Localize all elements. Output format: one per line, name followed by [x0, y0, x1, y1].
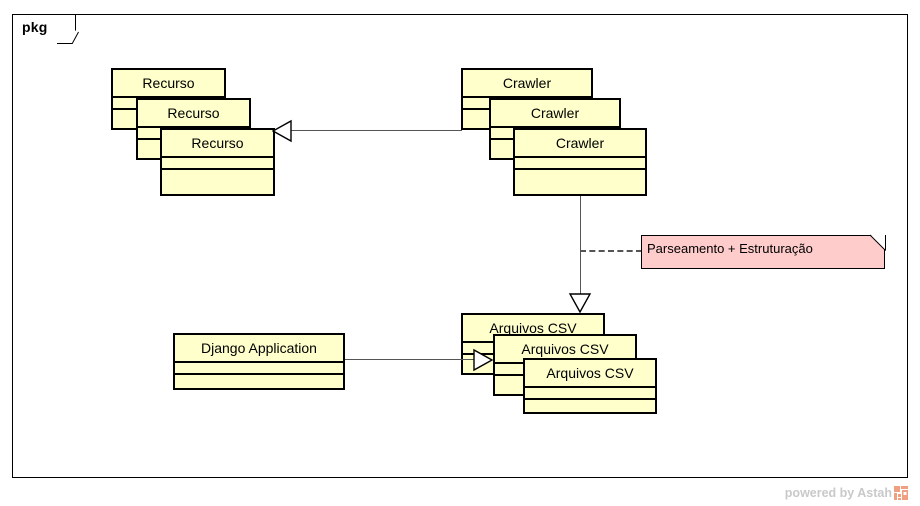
class-name-arquivos-csv: Arquivos CSV — [525, 360, 655, 388]
package-tab-corner-icon — [57, 31, 79, 44]
astah-watermark: powered by Astah — [785, 486, 908, 500]
class-attributes-compartment — [525, 388, 655, 400]
package-frame — [12, 14, 908, 478]
class-box-crawler-front[interactable]: Crawler — [513, 128, 647, 196]
class-name-recurso: Recurso — [113, 70, 224, 98]
note-anchor-dashed-line — [580, 250, 642, 252]
class-name-crawler: Crawler — [491, 100, 619, 128]
watermark-text: powered by Astah — [784, 486, 892, 500]
class-name-recurso: Recurso — [138, 100, 249, 128]
connector-django-to-arquivos-line — [345, 359, 474, 360]
class-attributes-compartment — [515, 158, 645, 170]
connector-crawler-to-recurso-line — [290, 130, 462, 131]
class-name-recurso: Recurso — [162, 130, 273, 158]
class-operations-compartment — [525, 400, 655, 452]
class-box-arquivos-csv-front[interactable]: Arquivos CSV — [523, 358, 657, 414]
class-attributes-compartment — [162, 158, 273, 170]
package-label: pkg — [22, 19, 48, 35]
class-operations-compartment — [162, 170, 273, 234]
astah-logo-icon — [894, 486, 908, 500]
note-text: Parseamento + Estruturação — [647, 241, 813, 256]
note-parseamento-estruturacao[interactable] — [641, 235, 885, 269]
package-tab — [12, 14, 76, 42]
class-box-django-application[interactable]: Django Application — [173, 333, 345, 390]
connector-crawler-to-arquivos-line — [580, 196, 581, 295]
class-operations-compartment — [175, 375, 343, 428]
class-name-django-application: Django Application — [175, 335, 343, 363]
class-name-crawler: Crawler — [463, 70, 591, 98]
class-name-crawler: Crawler — [515, 130, 645, 158]
class-box-recurso-front[interactable]: Recurso — [160, 128, 275, 196]
class-attributes-compartment — [175, 363, 343, 375]
